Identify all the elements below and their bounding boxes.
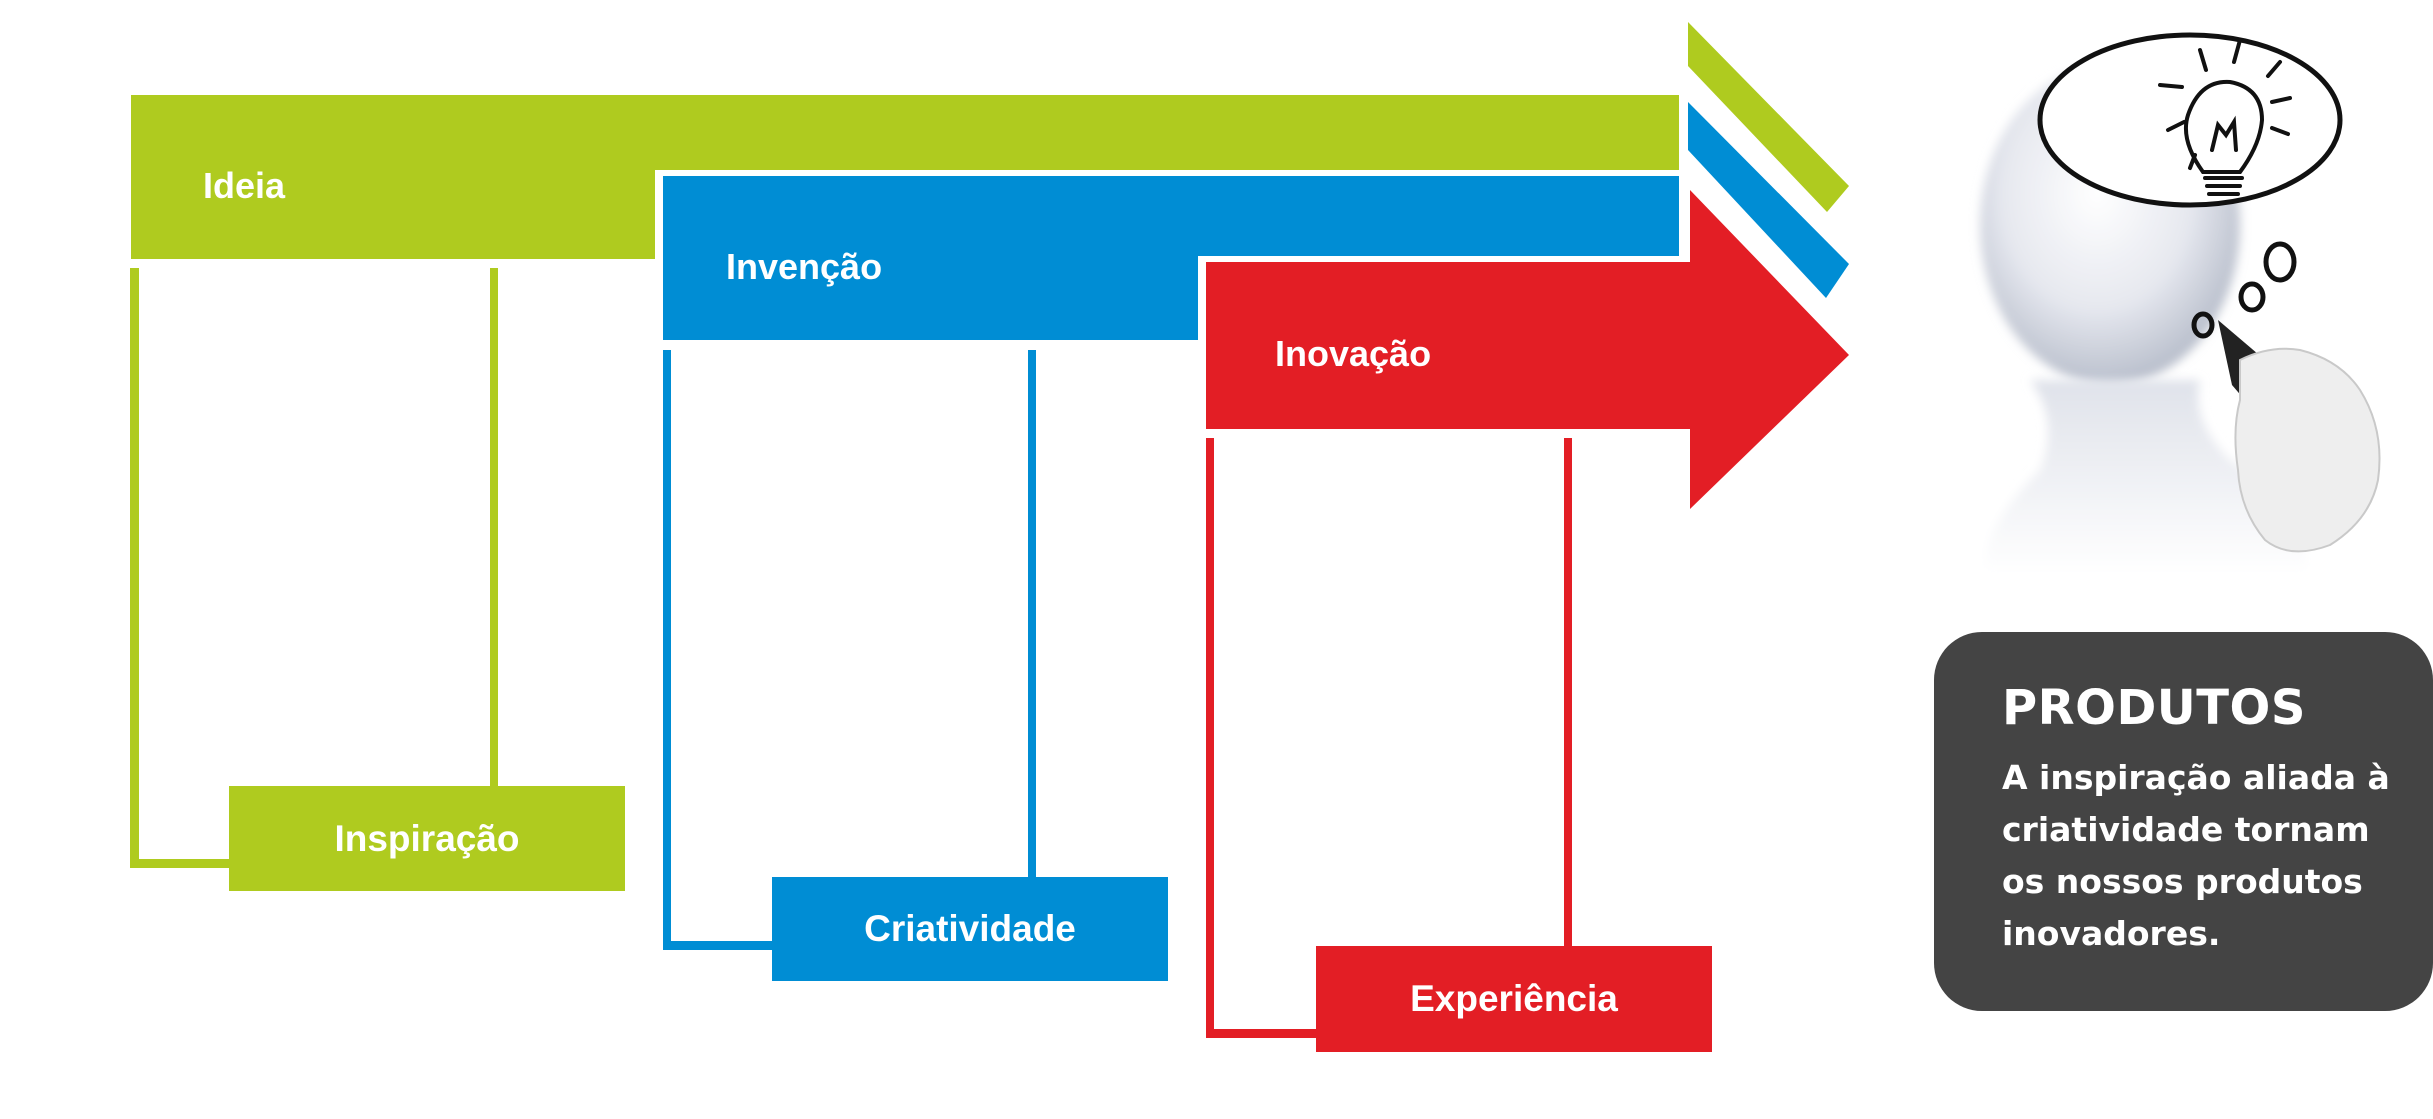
ideia-bar — [131, 95, 1679, 259]
ideia-left-drop — [130, 268, 139, 868]
ideia-bottom-link — [130, 859, 230, 868]
invencao-left-drop — [663, 350, 671, 950]
invencao-bottom-link — [663, 941, 773, 950]
lightbulb-icon — [2158, 38, 2292, 196]
tag-inspiracao-label: Inspiração — [334, 817, 520, 859]
invencao-right-drop — [1028, 350, 1036, 878]
info-box-line: inovadores. — [2002, 914, 2221, 953]
tag-experiencia: Experiência — [1316, 946, 1712, 1052]
inovacao-arrow — [1206, 190, 1849, 509]
tag-criatividade: Criatividade — [772, 877, 1168, 981]
invencao-bar — [663, 176, 1679, 340]
stage-ideia-shapes — [130, 22, 1849, 868]
stage-inovacao-shapes — [1206, 190, 1849, 1038]
products-info-box: PRODUTOS A inspiração aliada à criativid… — [1934, 632, 2433, 1011]
stage-label-invencao: Invenção — [726, 246, 883, 287]
info-box-title: PRODUTOS — [2002, 680, 2306, 736]
figure-illustration — [1980, 32, 2381, 575]
stage-invencao-shapes — [663, 102, 1849, 950]
thought-dot-large — [2263, 241, 2297, 283]
info-box-line: A inspiração aliada à — [2002, 758, 2390, 797]
tag-experiencia-label: Experiência — [1410, 978, 1618, 1019]
thought-dot-medium — [2238, 281, 2266, 313]
hand-with-marker — [2218, 320, 2381, 553]
thought-dot-small — [2191, 311, 2215, 339]
ideia-arrow-stripe — [1688, 22, 1849, 212]
info-box-line: criatividade tornam — [2002, 810, 2370, 849]
invencao-arrow-stripe — [1688, 102, 1849, 298]
thought-bubble — [2037, 32, 2343, 208]
info-box-body: A inspiração aliada à criatividade torna… — [2002, 752, 2393, 960]
inovacao-bottom-link — [1206, 1029, 1318, 1038]
info-box-line: os nossos produtos — [2002, 862, 2363, 901]
stage-label-inovacao: Inovação — [1275, 333, 1432, 374]
figure-body — [1984, 380, 2310, 575]
inovacao-left-drop — [1206, 438, 1214, 1038]
inovacao-right-drop — [1564, 438, 1572, 948]
tag-criatividade-label: Criatividade — [864, 908, 1076, 949]
tag-inspiracao: Inspiração — [229, 786, 625, 891]
stage-label-ideia: Ideia — [203, 165, 286, 206]
ideia-right-drop — [490, 268, 498, 788]
